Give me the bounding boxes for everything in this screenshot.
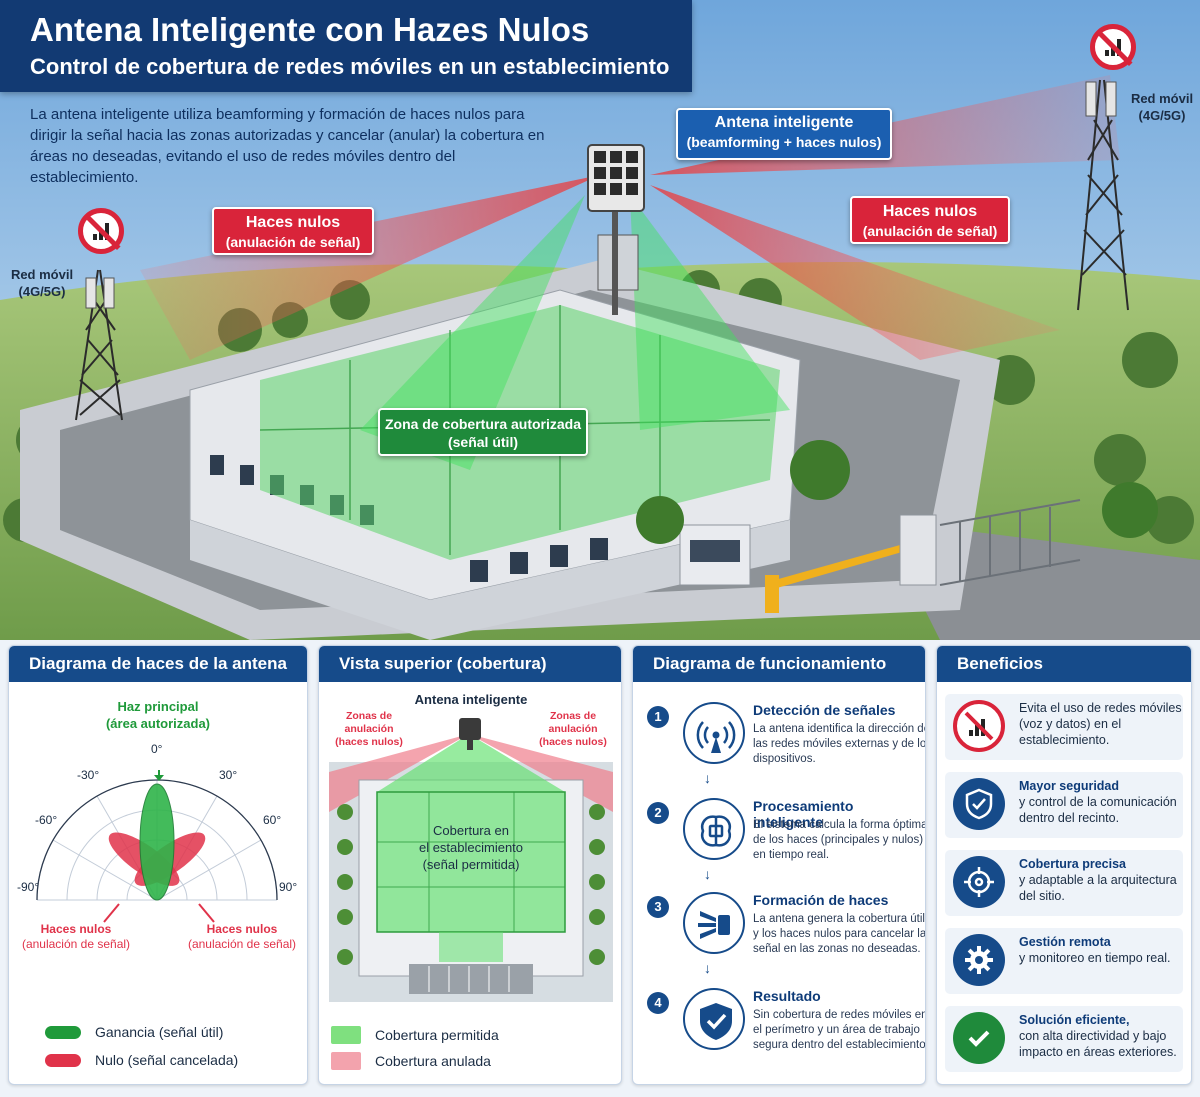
antenna-label: Antena inteligente [414,692,528,707]
angle-label: -60° [35,813,58,827]
step-title: Detección de señales [753,702,896,718]
polar-beam-chart [36,770,278,923]
right-cell-tower [1077,79,1129,311]
target-icon [953,856,1005,908]
null-label-left: Haces nulos (anulación de señal) [21,922,131,951]
no-signal-icon [1090,24,1136,70]
step-number: 4 [647,992,669,1014]
no-signal-icon [953,700,1005,752]
main-beam-left [360,195,585,470]
null-beam-callout-right: Haces nulos (anulación de señal) [850,196,1010,244]
null-zone-label-right: Zonas de anulación (haces nulos) [539,710,607,748]
beam-diagram-panel: Diagrama de haces de la antena Haz [8,645,308,1085]
legend-null: Nulo (señal cancelada) [45,1052,238,1068]
arrow-down-icon: ↓ [704,866,711,882]
benefit-item: Solución eficiente,con alta directividad… [945,1006,1183,1072]
legend-cancelled: Cobertura anulada [331,1052,491,1070]
step-title: Resultado [753,988,821,1004]
step-number: 3 [647,896,669,918]
shield-check-icon [683,988,745,1050]
step-title: Formación de haces [753,892,889,908]
panel-header: Beneficios [937,646,1191,682]
angle-label: 60° [263,813,282,827]
panel-header: Diagrama de haces de la antena [9,646,307,682]
null-beam-callout-left: Haces nulos (anulación de señal) [212,207,374,255]
no-signal-icon [78,208,124,254]
legend-swatch [45,1053,81,1067]
step-3: 3 Formación de haces La antena genera la… [643,892,926,978]
left-tower-label: Red móvil (4G/5G) [10,267,74,299]
beam-forming-icon [683,892,745,954]
panel-header: Diagrama de funcionamiento [633,646,925,682]
null-label-right: Haces nulos (anulación de señal) [187,922,297,951]
step-2: 2 Procesamiento inteligente El sistema c… [643,798,926,884]
angle-label: 90° [279,880,298,894]
step-description: La antena identifica la dirección de las… [753,723,926,765]
brain-chip-icon [683,798,745,860]
angle-label: -90° [17,880,40,894]
legend-swatch [45,1025,81,1039]
step-description: Sin cobertura de redes móviles en el per… [753,1009,926,1051]
legend-allowed: Cobertura permitida [331,1026,499,1044]
benefits-panel: Beneficios Evita el uso de redes móviles… [936,645,1192,1085]
angle-label: -30° [77,768,100,782]
antenna-signal-icon [683,702,745,764]
step-title: Procesamiento inteligente [753,798,854,830]
benefit-text: Evita el uso de redes móviles (voz y dat… [1019,701,1182,747]
right-tower-label: Red móvil (4G/5G) [1130,91,1194,123]
check-circle-icon [953,1012,1005,1064]
step-number: 2 [647,802,669,824]
legend-swatch [331,1026,361,1044]
step-description: El sistema calcula la forma óptima de lo… [753,819,926,861]
operation-panel: Diagrama de funcionamiento 1 Detección d… [632,645,926,1085]
legend-swatch [331,1052,361,1070]
main-beam-right [630,195,790,430]
benefit-item: Evita el uso de redes móviles (voz y dat… [945,694,1183,760]
null-beam-left [140,175,600,360]
coverage-zone-callout: Zona de cobertura autorizada (señal útil… [378,408,588,456]
arrow-down-icon: ↓ [704,770,711,786]
coverage-label: Cobertura en el establecimiento (señal p… [418,823,524,872]
shield-icon [953,778,1005,830]
intro-text: La antena inteligente utiliza beamformin… [30,106,545,186]
top-view-map [329,718,613,1002]
main-beam-label: Haz principal (área autorizada) [105,699,211,731]
antenna-marker [459,718,481,740]
facility-scene [0,0,1200,640]
antenna-callout: Antena inteligente (beamforming + haces … [676,108,892,160]
step-description: La antena genera la cobertura útil y los… [753,913,926,955]
gear-icon [953,934,1005,986]
panel-header: Vista superior (cobertura) [319,646,621,682]
step-4: 4 Resultado Sin cobertura de redes móvil… [643,988,926,1074]
page-title: Antena Inteligente con Hazes Nulos [30,11,590,48]
arrow-down-icon: ↓ [704,960,711,976]
title-banner: Antena Inteligente con Hazes Nulos Contr… [0,0,692,92]
step-1: 1 Detección de señales La antena identif… [643,702,926,788]
angle-label: 0° [151,742,163,756]
benefit-text: Solución eficiente,con alta directividad… [1019,1013,1177,1059]
hero-illustration: Antena Inteligente con Hazes Nulos Contr… [0,0,1200,640]
null-beam-right-lower [650,185,1060,360]
angle-label: 30° [219,768,238,782]
top-view-panel: Vista superior (cobertura) [318,645,622,1085]
step-number: 1 [647,706,669,728]
legend-gain: Ganancia (señal útil) [45,1024,223,1040]
null-zone-label-left: Zonas de anulación (haces nulos) [335,710,403,748]
page-subtitle: Control de cobertura de redes móviles en… [30,54,670,79]
